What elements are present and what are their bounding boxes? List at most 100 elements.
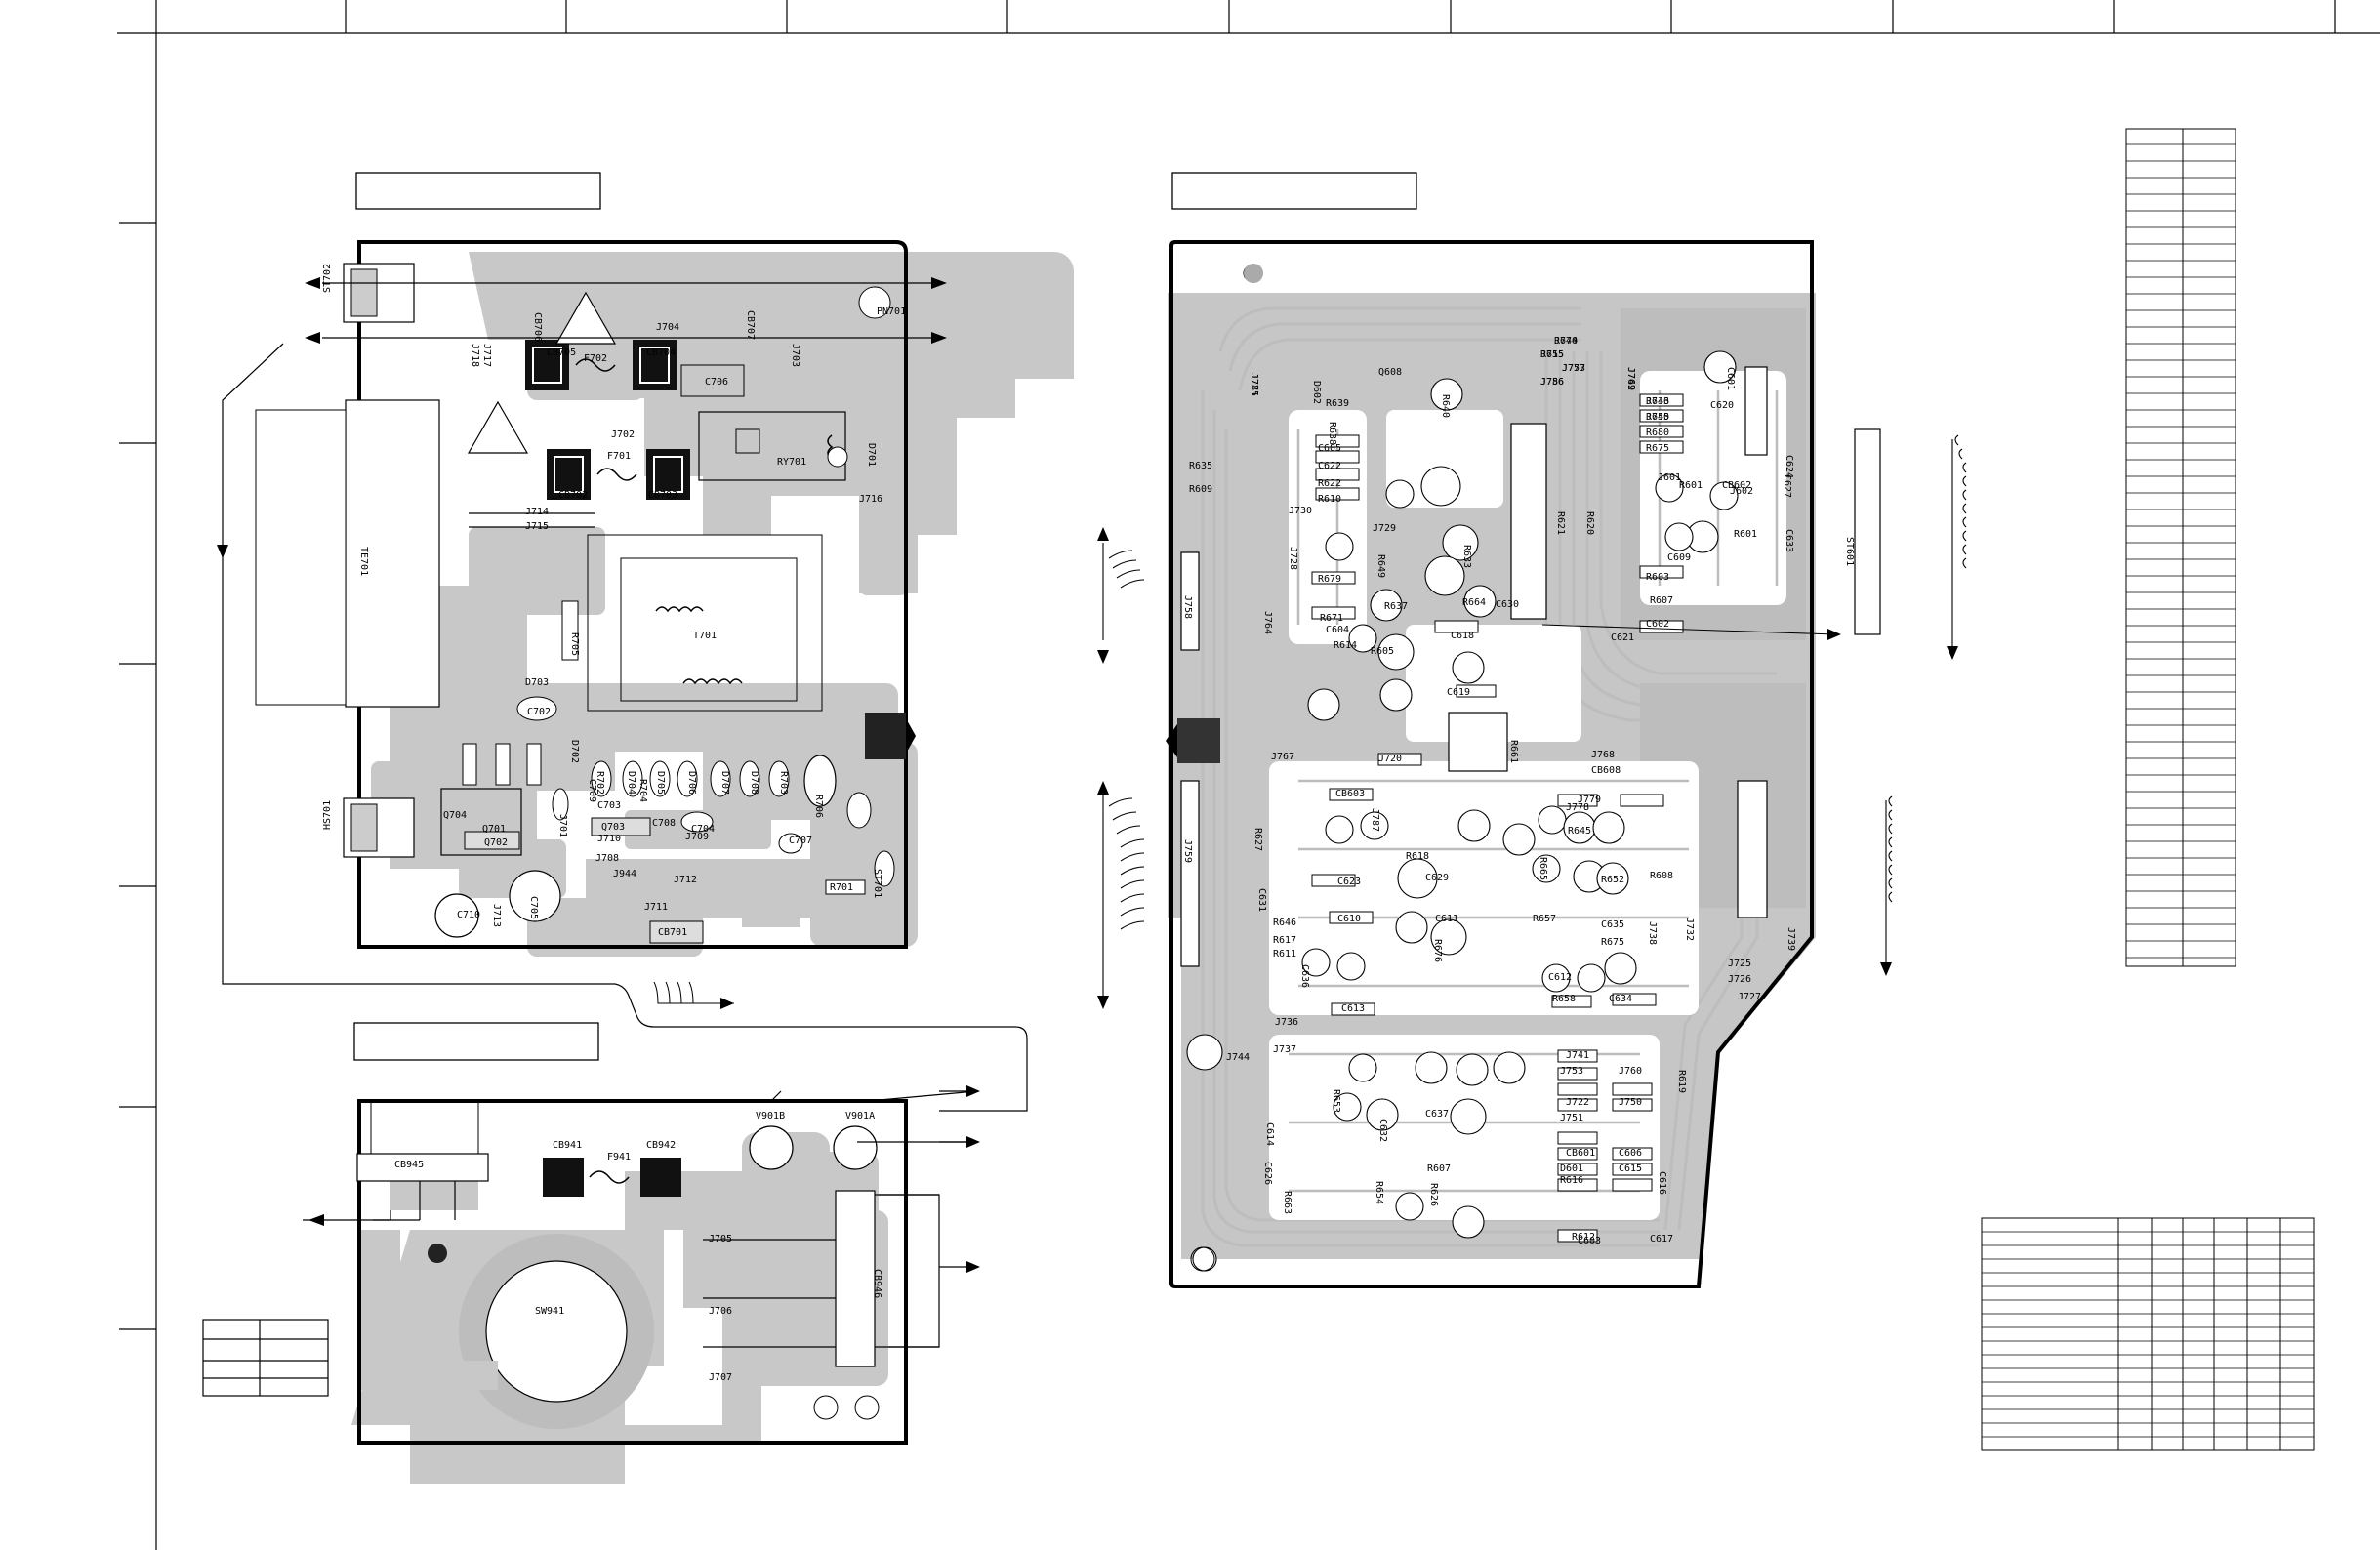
component-label: SW941	[535, 1306, 564, 1317]
component-label: J736	[1275, 1017, 1298, 1028]
component-label: J745	[1646, 412, 1669, 423]
component-label: CB704	[646, 347, 676, 358]
component-label: C619	[1447, 687, 1470, 698]
component-label: R680	[1646, 428, 1669, 438]
component-label: C636	[1299, 964, 1310, 988]
component-label: R679	[1318, 574, 1341, 585]
component-label: D708	[749, 771, 759, 795]
component-label: CB703	[648, 490, 677, 501]
component-label: J714	[525, 507, 549, 517]
component-label: CB608	[1591, 765, 1621, 776]
component-label: R654	[1374, 1181, 1384, 1204]
component-label: R638	[1327, 422, 1337, 445]
component-label: J711	[644, 902, 668, 913]
component-label: C708	[652, 818, 676, 829]
component-label: J944	[613, 869, 636, 879]
component-label: C609	[1667, 552, 1691, 563]
component-label: D706	[686, 771, 697, 795]
component-label: D707	[719, 771, 730, 795]
amp-board	[1097, 240, 1967, 1288]
component-label: J768	[1591, 750, 1615, 760]
component-label: TE701	[358, 547, 369, 576]
component-label: C603	[1578, 1236, 1601, 1246]
component-label: CB942	[646, 1140, 676, 1151]
component-label: J758	[1182, 595, 1193, 619]
component-label: R676	[1432, 939, 1443, 962]
power-board	[217, 240, 1074, 1348]
component-label: R636	[1646, 396, 1669, 407]
component-label: R626	[1428, 1183, 1439, 1206]
component-label: R703	[778, 771, 789, 795]
component-label: R637	[1384, 601, 1408, 612]
component-label: CB945	[394, 1160, 424, 1170]
component-label: R649	[1375, 554, 1386, 578]
component-label: R605	[1371, 646, 1394, 657]
component-label: J705	[709, 1234, 732, 1244]
component-label: R619	[1676, 1070, 1687, 1093]
component-label: D702	[569, 740, 580, 763]
component-label: J767	[1271, 752, 1294, 762]
component-label: Q704	[443, 810, 467, 821]
component-label: J738	[1647, 921, 1658, 945]
component-label: C703	[597, 800, 621, 811]
component-label: R612	[1572, 1232, 1595, 1243]
component-label: C710	[457, 910, 480, 920]
component-label: J785	[1249, 373, 1259, 396]
component-label: CB702	[558, 490, 588, 501]
component-label: CB946	[872, 1269, 882, 1298]
component-label: J710	[597, 834, 621, 844]
component-label: R701	[830, 882, 853, 893]
component-label: J715	[525, 521, 549, 532]
component-label: ST702	[322, 264, 333, 293]
component-label: T701	[693, 631, 717, 641]
component-label: V901B	[756, 1111, 785, 1122]
component-label: C631	[1256, 888, 1267, 912]
component-label: J728	[1288, 547, 1298, 570]
component-label: R618	[1406, 851, 1429, 862]
component-label: J707	[709, 1372, 732, 1383]
component-label: R671	[1320, 613, 1343, 624]
component-label: C605	[1318, 443, 1341, 454]
component-label: C705	[528, 896, 539, 919]
component-label: C617	[1650, 1234, 1673, 1244]
component-label: R620	[1584, 511, 1595, 535]
component-label: C637	[1425, 1109, 1449, 1120]
component-label: C610	[1337, 914, 1361, 924]
component-label: CB707	[745, 310, 756, 340]
component-label: J730	[1289, 506, 1312, 516]
component-label: V901A	[845, 1111, 875, 1122]
component-label: J713	[491, 904, 502, 927]
component-label: J750	[1619, 1097, 1642, 1108]
component-label: D701	[866, 443, 877, 467]
component-label: D602	[1311, 381, 1322, 404]
component-label: R621	[1555, 511, 1566, 535]
component-label: R610	[1318, 494, 1341, 505]
component-label: J759	[1182, 839, 1193, 863]
component-label: J720	[1378, 754, 1402, 764]
component-label: R622	[1318, 478, 1341, 489]
power-board-title-box	[355, 172, 601, 210]
component-label: J769	[1625, 367, 1636, 390]
component-label: J756	[1540, 377, 1564, 388]
component-label: C626	[1262, 1162, 1273, 1185]
switch-board	[308, 1085, 980, 1484]
component-label: C706	[705, 377, 728, 388]
component-label: C709	[587, 779, 597, 802]
component-label: R657	[1533, 914, 1556, 924]
component-label: C634	[1609, 994, 1632, 1004]
component-label: R675	[1646, 443, 1669, 454]
component-label: D704	[626, 771, 636, 795]
component-label: J706	[709, 1306, 732, 1317]
component-label: R617	[1273, 935, 1296, 946]
component-label: R644	[1554, 336, 1578, 347]
component-label: R661	[1508, 740, 1519, 763]
component-label: R702	[595, 771, 605, 795]
component-label: C633	[1784, 529, 1794, 552]
component-label: J727	[1738, 992, 1761, 1002]
bottom-right-table	[1981, 1217, 2315, 1451]
component-label: J704	[656, 322, 679, 333]
component-label: C627	[1782, 474, 1792, 498]
component-label: C604	[1326, 625, 1349, 635]
component-label: J601	[1658, 472, 1681, 483]
